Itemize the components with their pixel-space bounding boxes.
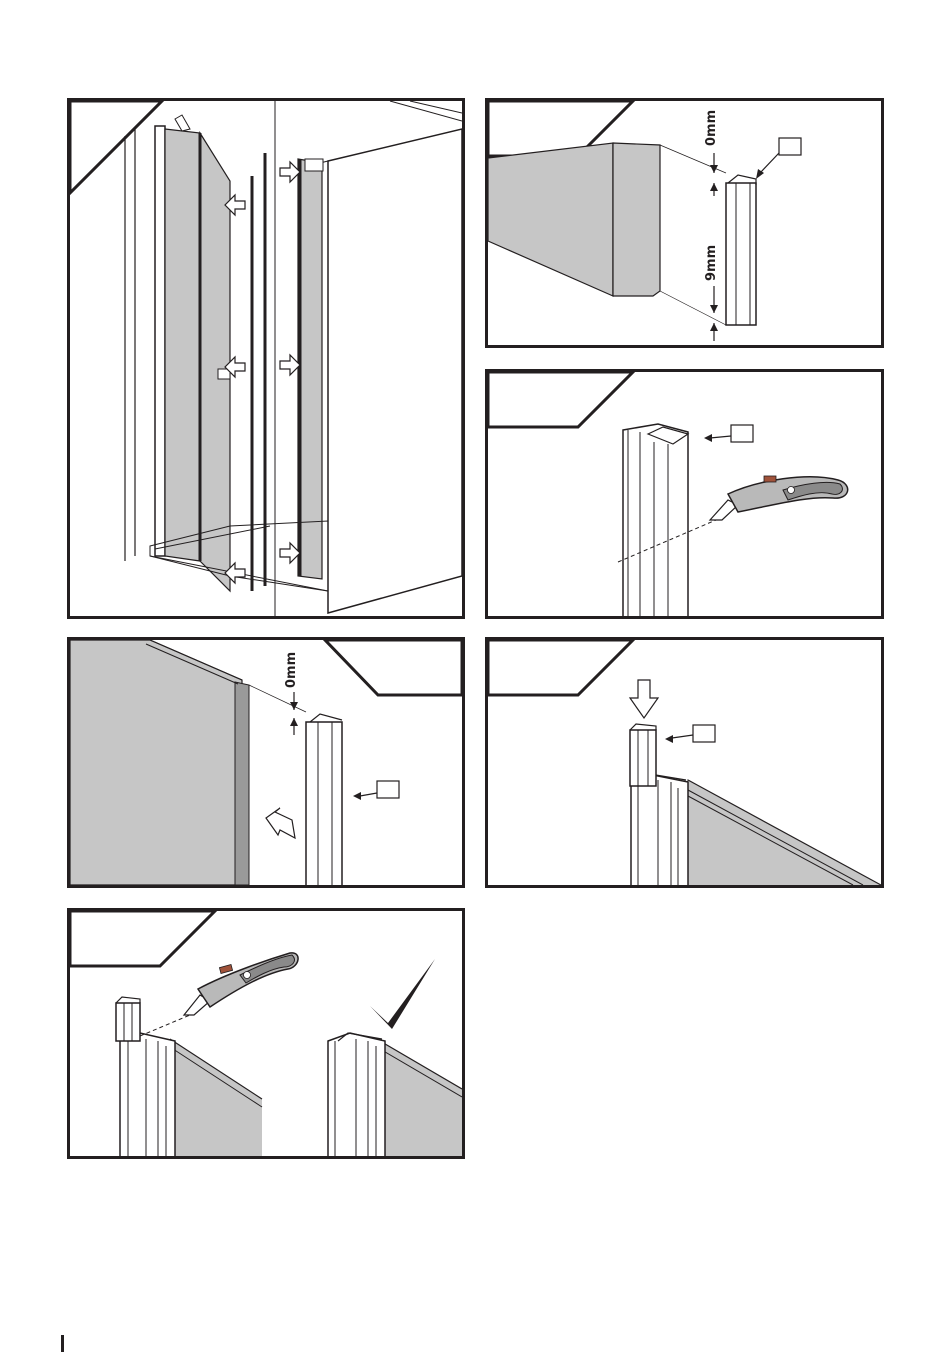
step-tab bbox=[488, 372, 633, 427]
part-callout-box bbox=[693, 725, 715, 742]
part-callout-box bbox=[779, 138, 801, 155]
panel-seal-cut bbox=[485, 369, 884, 619]
seal-measure-drawing: 0mm 9mm bbox=[488, 101, 881, 345]
panel-seal-fit-top bbox=[485, 637, 884, 888]
panel-door-overview bbox=[67, 98, 465, 619]
panel-seal-measure: 0mm 9mm bbox=[485, 98, 884, 348]
panel-seal-fit-side: 0mm bbox=[67, 637, 465, 888]
seal-fit-top-drawing bbox=[488, 640, 881, 885]
seal-trim-check-drawing bbox=[70, 911, 462, 1156]
part-callout-box bbox=[731, 425, 753, 442]
arrow-in-icon bbox=[280, 355, 300, 375]
door-overview-drawing bbox=[70, 101, 462, 616]
step-tab bbox=[325, 640, 462, 695]
utility-knife-icon bbox=[184, 953, 298, 1015]
seal-cut-drawing bbox=[488, 372, 881, 616]
checkmark-icon bbox=[370, 959, 435, 1029]
step-tab bbox=[70, 101, 162, 193]
dim-0mm: 0mm bbox=[704, 110, 719, 146]
step-tab bbox=[70, 911, 215, 966]
arrow-in-icon bbox=[280, 162, 300, 182]
arrow-down-icon bbox=[630, 680, 658, 718]
page-margin-mark bbox=[61, 1335, 64, 1352]
dim-0mm: 0mm bbox=[284, 652, 299, 688]
arrow-in-icon bbox=[280, 543, 300, 563]
utility-knife-icon bbox=[710, 476, 848, 520]
arrow-left-icon bbox=[266, 808, 295, 838]
seal-fit-side-drawing: 0mm bbox=[70, 640, 462, 885]
part-callout-box bbox=[377, 781, 399, 798]
dim-9mm: 9mm bbox=[704, 245, 719, 281]
panel-seal-trim-check bbox=[67, 908, 465, 1159]
step-tab bbox=[488, 640, 633, 695]
